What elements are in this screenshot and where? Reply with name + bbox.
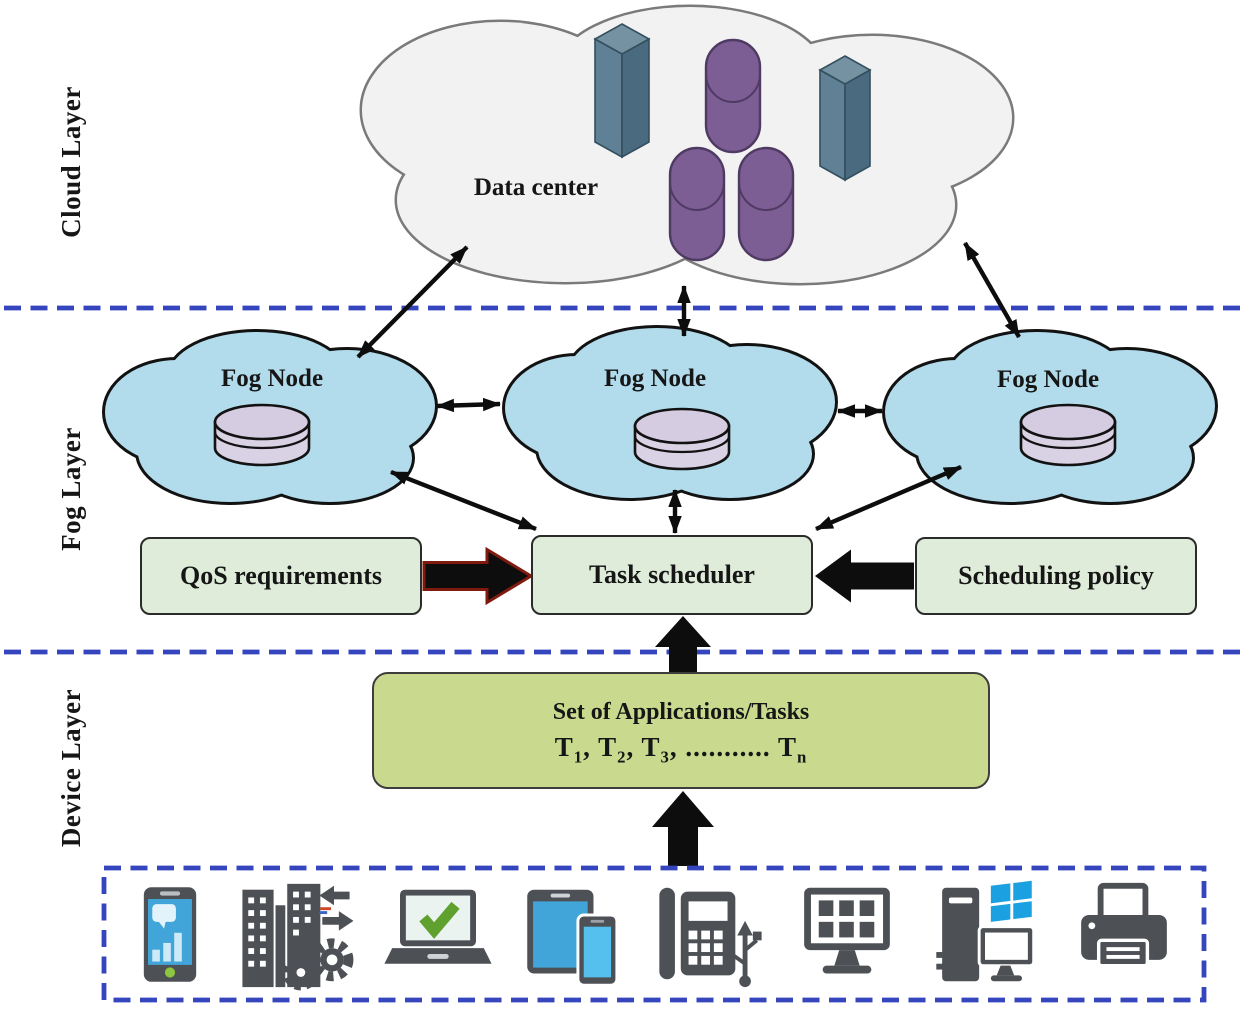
storage-disk-icon [1019,403,1117,467]
desktop-pc-windows-icon [936,880,1036,981]
link-cloud-fognode1 [356,245,469,359]
device-layer-label: Device Layer [55,688,86,848]
monitor-apps-icon [803,887,890,973]
arrow-apps-to-scheduler [655,616,711,673]
data-center-label: Data center [473,174,599,201]
laptop-checkmark-icon [384,889,492,964]
device-icons-strip [104,868,1204,1000]
link-cloud-fognode3 [963,241,1021,339]
smartphone-icon [144,886,197,982]
cloud-layer-label: Cloud Layer [55,86,86,238]
device-group-border [101,865,1207,1003]
applications-tasks-title: Set of Applications/Tasks [552,698,810,725]
database-pod-icon [668,146,726,262]
arrow-devices-to-apps [652,791,714,866]
fog-layer-label: Fog Layer [55,427,86,551]
database-pod-icon [704,38,762,154]
database-pod-icon [737,146,795,262]
applications-tasks-box: Set of Applications/Tasks T1, T2, T3, ..… [372,672,990,789]
printer-icon [1080,882,1167,967]
link-fognode1-scheduler [390,469,537,532]
fog-node-label-2: Fog Node [603,365,707,392]
server-tower-icon [818,55,872,182]
qos-requirements-box: QoS requirements [140,537,422,615]
storage-disk-icon [213,403,311,467]
arrow-qos-to-scheduler [422,546,534,606]
server-tower-icon [593,23,651,159]
tablet-and-phone-icon [526,889,619,987]
link-fognode3-scheduler [815,464,962,532]
arrow-policy-to-scheduler [815,549,914,603]
desk-phone-usb-icon [659,887,762,987]
task-scheduler-box: Task scheduler [531,535,813,615]
link-fognode1-fognode2 [436,397,501,413]
scheduling-policy-box: Scheduling policy [915,537,1197,615]
storage-disk-icon [633,407,731,471]
tasks-line: T1, T2, T3, ........... Tn [554,731,808,766]
fog-node-label-3: Fog Node [996,366,1100,393]
smart-buildings-gears-icon [242,883,354,991]
fog-node-label-1: Fog Node [220,365,324,392]
